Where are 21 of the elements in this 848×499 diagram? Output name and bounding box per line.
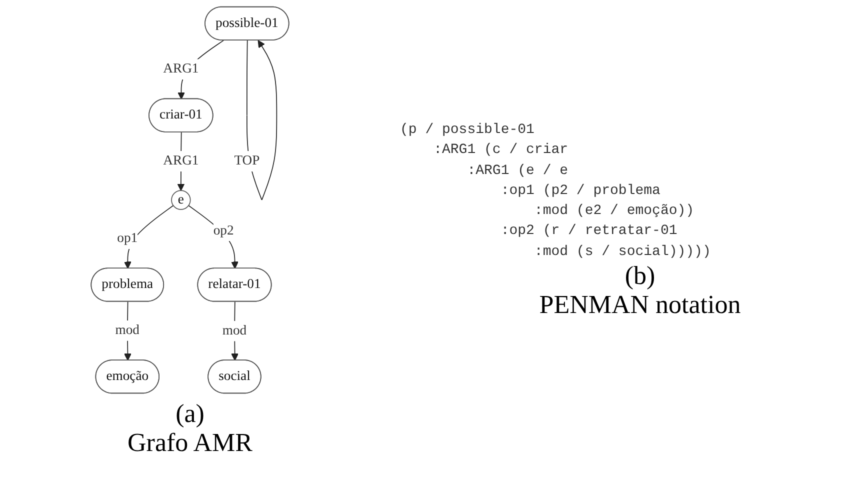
arrow xyxy=(188,205,239,269)
edge-label: mod xyxy=(222,323,247,338)
edge-label: op2 xyxy=(213,223,234,238)
code-line: :op2 (r / retratar-01 xyxy=(500,222,678,242)
caption-text: (b) xyxy=(624,262,656,291)
node-circle: e xyxy=(171,190,191,210)
code-line: (p / possible-01 xyxy=(400,121,536,140)
edge-label: mod xyxy=(115,322,140,338)
code-line: :ARG1 (c / criar xyxy=(432,141,570,160)
code-line: :mod (e2 / emoção)) xyxy=(533,202,696,222)
caption-text: Grafo AMR xyxy=(128,428,252,458)
code-line: :op1 (p2 / problema xyxy=(500,182,662,201)
code-line: :ARG1 (e / e xyxy=(466,162,570,181)
edge-label: ARG1 xyxy=(163,62,199,76)
code-line: :mod (s / social))))) xyxy=(533,242,712,262)
caption-text: (a) xyxy=(174,400,206,429)
edge-label: TOP xyxy=(234,154,260,168)
edge-label: op1 xyxy=(117,231,138,246)
edge-label: ARG1 xyxy=(163,154,199,168)
arrow xyxy=(124,205,174,269)
caption-text: PENMAN notation xyxy=(538,290,742,320)
